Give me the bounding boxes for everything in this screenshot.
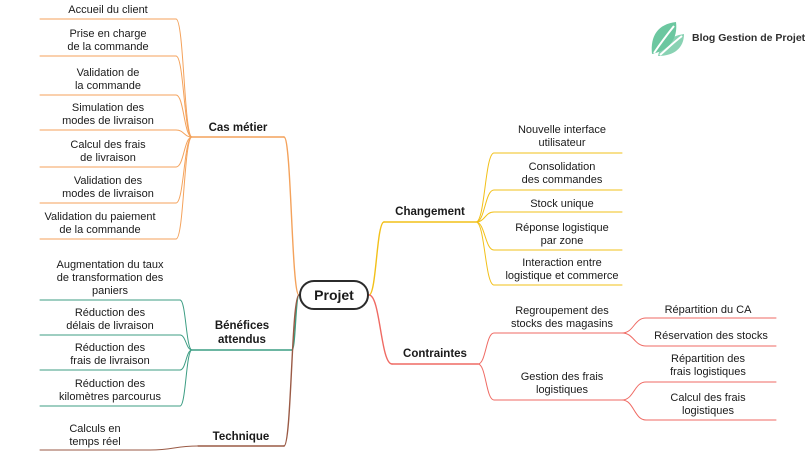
leaf-gestion-frais-logistiques: Gestion des frais logistiques bbox=[520, 371, 604, 396]
connector-benefices-3 bbox=[179, 349, 193, 407]
leaf-reduction-delais: Réduction des délais de livraison bbox=[66, 307, 154, 332]
leaf-stock-unique: Stock unique bbox=[530, 198, 594, 210]
connector-contraintes-1 bbox=[477, 363, 495, 401]
leaf-reduction-frais: Réduction des frais de livraison bbox=[70, 342, 150, 367]
leaf-validation-modes-livraison: Validation des modes de livraison bbox=[62, 175, 154, 200]
connector-root-technique bbox=[283, 294, 300, 447]
leaf-logo-icon bbox=[651, 22, 684, 56]
connector-contraintes-sub-1-1 bbox=[621, 399, 647, 421]
brand-logo: Blog Gestion de Projet bbox=[648, 18, 805, 58]
branch-label-contraintes: Contraintes bbox=[403, 348, 467, 360]
leaf-simulation-livraison: Simulation des modes de livraison bbox=[62, 102, 154, 127]
branch-label-cas-metier: Cas métier bbox=[208, 122, 268, 134]
leaf-repartition-frais-logistiques: Répartition des frais logistiques bbox=[670, 353, 746, 378]
root-node-projet: Projet bbox=[299, 280, 369, 310]
leaf-consolidation-commandes: Consolidation des commandes bbox=[521, 161, 603, 186]
leaf-validation-commande: Validation de la commande bbox=[74, 67, 142, 92]
branch-label-changement: Changement bbox=[395, 206, 465, 218]
leaf-augmentation-taux: Augmentation du taux de transformation d… bbox=[56, 259, 164, 297]
connector-contraintes-sub-0-0 bbox=[621, 317, 647, 334]
brand-name: Blog Gestion de Projet bbox=[692, 32, 806, 44]
connector-cas-3 bbox=[175, 129, 193, 138]
leaf-nouvelle-interface: Nouvelle interface utilisateur bbox=[517, 124, 607, 149]
leaf-validation-paiement: Validation du paiement de la commande bbox=[44, 211, 156, 236]
connector-contraintes-0 bbox=[477, 332, 495, 365]
connector-benefices-1 bbox=[179, 334, 193, 351]
leaf-accueil-client: Accueil du client bbox=[68, 4, 148, 16]
connector-cas-6 bbox=[175, 136, 193, 240]
connector-changement-2 bbox=[475, 211, 495, 223]
leaf-calcul-frais-livraison: Calcul des frais de livraison bbox=[70, 139, 146, 164]
connector-changement-4 bbox=[475, 221, 495, 286]
leaf-calculs-temps-reel: Calculs en temps réel bbox=[69, 423, 121, 448]
branch-label-benefices-attendus: Bénéfices attendus bbox=[214, 320, 270, 346]
leaf-interaction-logistique-commerce: Interaction entre logistique et commerce bbox=[505, 257, 619, 282]
connector-changement-1 bbox=[475, 189, 495, 223]
leaf-regroupement-stocks: Regroupement des stocks des magasins bbox=[510, 305, 614, 330]
connector-cas-2 bbox=[175, 94, 193, 138]
connector-benefices-0 bbox=[179, 299, 193, 351]
connector-changement-0 bbox=[475, 152, 495, 223]
connector-technique-0 bbox=[149, 445, 199, 451]
leaf-prise-en-charge: Prise en charge de la commande bbox=[67, 28, 149, 53]
branch-label-technique: Technique bbox=[212, 431, 270, 443]
leaf-repartition-ca: Répartition du CA bbox=[664, 304, 752, 316]
connector-root-cas bbox=[283, 136, 300, 296]
connector-root-contraintes bbox=[368, 294, 393, 365]
connector-changement-3 bbox=[475, 221, 495, 251]
leaf-reduction-kilometres: Réduction des kilomètres parcourus bbox=[58, 378, 162, 403]
leaf-calcul-frais-logistiques: Calcul des frais logistiques bbox=[670, 392, 746, 417]
connector-contraintes-sub-0-1 bbox=[621, 332, 647, 347]
connector-cas-0 bbox=[175, 18, 193, 138]
connector-contraintes-sub-1-0 bbox=[621, 381, 647, 401]
connector-root-changement bbox=[368, 221, 385, 296]
leaf-reservation-stocks: Réservation des stocks bbox=[654, 330, 768, 342]
leaf-reponse-logistique: Réponse logistique par zone bbox=[515, 222, 609, 247]
